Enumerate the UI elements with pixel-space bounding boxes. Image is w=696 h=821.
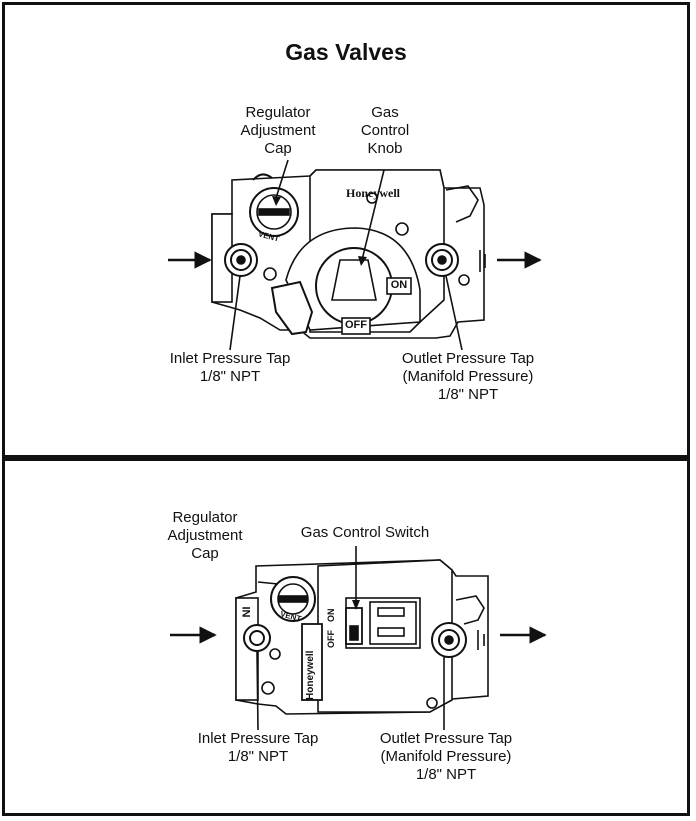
label-line: Outlet Pressure Tap [379, 730, 513, 747]
label-line: Adjustment [240, 122, 316, 139]
outlet-pressure-tap-label: Outlet Pressure Tap (Manifold Pressure) … [368, 350, 568, 404]
label-line: 1/8" NPT [199, 368, 261, 385]
label-line: Outlet Pressure Tap [401, 350, 535, 367]
inlet-pressure-tap-label: Inlet Pressure Tap 1/8" NPT [178, 730, 338, 766]
gas-control-knob-label: Gas Control Knob [350, 104, 420, 158]
outlet-pressure-tap-label: Outlet Pressure Tap (Manifold Pressure) … [356, 730, 536, 784]
label-line: 1/8" NPT [227, 748, 289, 765]
label-line: 1/8" NPT [437, 386, 499, 403]
regulator-cap-label: Regulator Adjustment Cap [228, 104, 328, 158]
gas-control-switch-label: Gas Control Switch [300, 524, 430, 541]
off-mark: OFF [345, 319, 367, 331]
off-mark: OFF [326, 630, 336, 648]
on-mark: ON [326, 608, 336, 623]
top-valve-diagram [168, 159, 542, 351]
on-mark: ON [390, 279, 408, 291]
label-line: Adjustment [167, 527, 243, 544]
label-line: Regulator [245, 104, 311, 121]
label-line: (Manifold Pressure) [402, 368, 534, 385]
regulator-cap-label: Regulator Adjustment Cap [160, 509, 250, 563]
label-line: Regulator [172, 509, 238, 526]
brand-logo: Honeywell [346, 186, 400, 200]
brand-logo: Honeywell [305, 650, 316, 700]
label-line: (Manifold Pressure) [380, 748, 512, 765]
label-line: 1/8" NPT [415, 766, 477, 783]
label-line: Cap [191, 545, 219, 562]
label-line: Gas [371, 104, 399, 121]
label-line: Inlet Pressure Tap [169, 350, 291, 367]
label-line: Cap [264, 140, 292, 157]
label-line: Inlet Pressure Tap [197, 730, 319, 747]
label-line: Control [360, 122, 410, 139]
inlet-pressure-tap-label: Inlet Pressure Tap 1/8" NPT [140, 350, 320, 386]
label-line: Knob [367, 140, 403, 157]
page-title: Gas Valves [285, 39, 407, 65]
in-mark: IN [239, 606, 252, 618]
